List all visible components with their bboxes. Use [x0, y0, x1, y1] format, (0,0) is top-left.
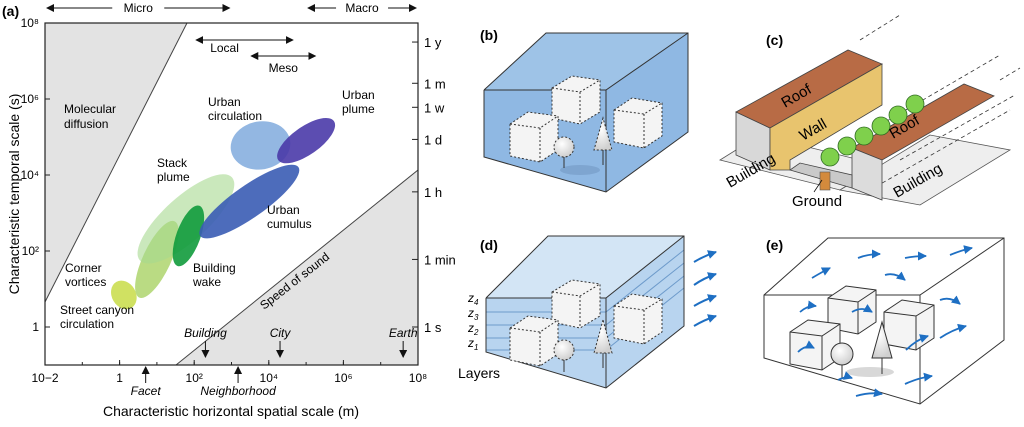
panel-b-label: (b) — [480, 27, 498, 43]
panel-a-label: (a) — [2, 3, 19, 19]
x-axis-label: Characteristic horizontal spatial scale … — [103, 403, 359, 419]
right-tick-label: 1 min — [424, 252, 456, 267]
phenomenon-blob — [172, 205, 205, 267]
y-axis-label: Characteristic temporal scale (s) — [6, 94, 22, 295]
right-tick-label: 1 y — [424, 35, 442, 50]
panel-e: (e) — [763, 237, 1005, 405]
marker-label: Earth — [389, 326, 418, 340]
wall — [769, 63, 883, 171]
y-axis-ticks: 1 10² 10⁴ 10⁶ 10⁸ — [20, 16, 50, 334]
y-tick-label: 10⁸ — [21, 16, 39, 30]
x-axis-ticks: 10−2 1 10² 10⁴ 10⁶ 10⁸ — [31, 360, 427, 385]
phenomenon-blob — [277, 118, 336, 164]
y-tick-label: 10⁶ — [21, 92, 39, 106]
x-tick-label: 1 — [116, 371, 123, 385]
range-label-bg — [112, 0, 165, 14]
phenomenon-blob — [199, 164, 300, 239]
right-time-ticks: 1 y 1 m 1 w 1 d 1 h 1 min 1 s — [412, 35, 456, 335]
right-tick-label: 1 s — [424, 320, 442, 335]
panel-e-label: (e) — [766, 237, 783, 253]
marker-label: Facet — [131, 384, 162, 398]
ground-label: Ground — [792, 193, 842, 210]
x-tick-label: 10−2 — [31, 371, 58, 385]
svg-text:z3: z3 — [467, 306, 479, 322]
outflow-arrows — [693, 250, 717, 327]
street-trees — [820, 94, 925, 167]
panel-d-label: (d) — [480, 237, 498, 253]
range-label: Meso — [269, 61, 299, 75]
y-tick-label: 10² — [22, 244, 39, 258]
panel-c: (c) Roof Roof Wa — [718, 14, 1021, 210]
x-tick-label: 10² — [186, 371, 203, 385]
layer-labels: z4 z3 z2 z1 — [467, 291, 479, 352]
marker-label: Building — [184, 326, 227, 340]
building-cubes-d — [509, 279, 663, 367]
y-tick-label: 1 — [32, 320, 39, 334]
right-tick-label: 1 h — [424, 185, 442, 200]
layers-label: Layers — [458, 365, 500, 381]
y-tick-label: 10⁴ — [20, 168, 39, 182]
right-tick-label: 1 w — [424, 100, 445, 115]
svg-text:z1: z1 — [467, 336, 478, 352]
phenomenon-blob — [230, 121, 291, 170]
range-label: Local — [210, 41, 239, 55]
phenomena-layer — [111, 118, 336, 310]
x-tick-label: 10⁶ — [334, 371, 352, 385]
right-tick-label: 1 m — [424, 76, 446, 91]
x-tick-label: 10⁸ — [409, 371, 427, 385]
x-tick-label: 10⁴ — [260, 371, 279, 385]
panel-b: (b) — [480, 27, 689, 193]
panel-d: (d) z4 z3 z2 z1 — [458, 235, 717, 389]
right-tick-label: 1 d — [424, 132, 442, 147]
marker-label: Neighborhood — [200, 384, 276, 398]
svg-text:z2: z2 — [467, 321, 479, 337]
flow-arrows — [797, 245, 973, 398]
range-label-bg — [336, 0, 389, 14]
range-label: Macro — [345, 1, 379, 15]
panel-c-label: (c) — [766, 32, 783, 48]
tree-icons — [553, 116, 613, 168]
range-label: Micro — [124, 1, 154, 15]
svg-text:z4: z4 — [467, 291, 479, 307]
marker-label: City — [270, 326, 292, 340]
phenomenon-blob — [111, 280, 137, 310]
